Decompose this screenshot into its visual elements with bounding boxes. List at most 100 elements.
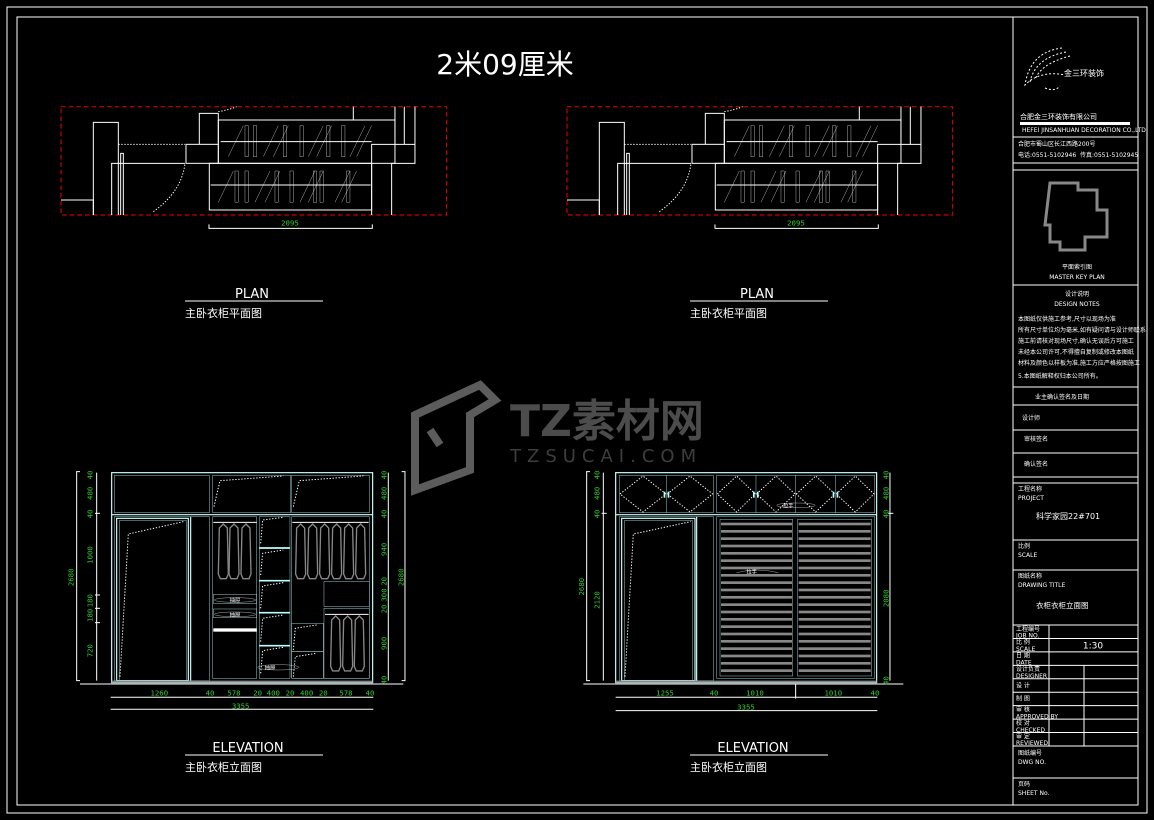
hanger-mark bbox=[299, 170, 316, 203]
hanger-mark bbox=[263, 125, 279, 157]
dim-text: 300 bbox=[380, 588, 389, 601]
slat bbox=[798, 529, 871, 533]
slat bbox=[798, 595, 871, 599]
floorplan-caption: 平面索引图 bbox=[1062, 263, 1092, 271]
slat bbox=[798, 639, 871, 643]
plan-dimension: 2095 bbox=[281, 219, 299, 228]
hanger-mark bbox=[234, 170, 239, 203]
dim-text: 1255 bbox=[656, 688, 674, 697]
slat bbox=[720, 654, 792, 658]
hanger-mark bbox=[308, 170, 324, 203]
hanger-mark bbox=[289, 170, 294, 203]
project-name: 科学家园22#701 bbox=[1036, 511, 1100, 521]
hanger-mark bbox=[228, 125, 244, 157]
slat bbox=[798, 610, 871, 614]
sliding-door-panel bbox=[797, 519, 872, 677]
hanger-mark bbox=[334, 170, 351, 203]
hanger-mark bbox=[769, 125, 785, 157]
garment-icon bbox=[294, 523, 307, 580]
garment-icon bbox=[228, 523, 240, 580]
dim-text: 2080 bbox=[881, 589, 890, 607]
garment-icon bbox=[318, 523, 331, 580]
wardrobe-lower bbox=[208, 162, 373, 211]
dim-text: 40 bbox=[380, 471, 389, 480]
slat bbox=[720, 566, 792, 570]
walls bbox=[60, 106, 416, 215]
hanger-mark bbox=[244, 170, 249, 203]
hanger-mark bbox=[734, 125, 750, 157]
grid-value: 1:30 bbox=[1083, 641, 1103, 651]
left-dimensions: 40 480 40 1000 180 180 720 2680 bbox=[66, 471, 94, 658]
elevation-right: 拉手 拉手 40 480 40 2120 2680 bbox=[577, 471, 904, 712]
hanger-mark bbox=[356, 125, 372, 157]
hanger-mark bbox=[264, 170, 281, 203]
hanger-mark bbox=[319, 170, 324, 203]
dim-text: 40 bbox=[881, 676, 890, 685]
handle-tag: 拉手 bbox=[746, 567, 757, 575]
grid-label-en: DESIGNER bbox=[1016, 673, 1047, 680]
section-boundary bbox=[60, 106, 448, 216]
hanger-mark bbox=[326, 125, 331, 157]
elevation-label: ELEVATION bbox=[212, 741, 283, 756]
hanger-mark bbox=[832, 125, 837, 157]
hanger-mark bbox=[805, 170, 822, 203]
drawing-title-label: 图纸名称 bbox=[1018, 572, 1042, 580]
dim-text: 1010 bbox=[824, 688, 842, 697]
company-fax: 传真:0551-5102945 bbox=[1080, 151, 1138, 159]
slat bbox=[720, 537, 792, 540]
dim-text: 940 bbox=[380, 543, 389, 556]
slat bbox=[798, 647, 871, 650]
grid-label: 比 例 bbox=[1016, 638, 1030, 646]
project-label-en: PROJECT bbox=[1018, 495, 1044, 502]
slat bbox=[798, 544, 871, 548]
project-label: 工程名称 bbox=[1018, 485, 1042, 493]
hanger-mark bbox=[253, 125, 257, 157]
dim-text: 720 bbox=[86, 644, 95, 657]
drawer bbox=[213, 594, 257, 604]
hanger-mark bbox=[273, 125, 289, 157]
slat bbox=[720, 522, 792, 526]
grid-label: 校 对 bbox=[1016, 719, 1030, 727]
slat bbox=[720, 639, 792, 643]
sheet-label: 页码 bbox=[1018, 780, 1030, 788]
grid-label-en: APPROVED BY bbox=[1016, 713, 1058, 720]
slat bbox=[798, 603, 871, 606]
hanger-mark bbox=[313, 170, 317, 203]
plan-label: PLAN bbox=[235, 287, 269, 302]
dim-text: 2120 bbox=[592, 591, 601, 609]
cabinet-outline bbox=[111, 472, 374, 684]
note: 施工前请核对现场尺寸,确认无误后方可施工 bbox=[1018, 337, 1134, 345]
hanger-mark bbox=[283, 125, 287, 157]
dim-total: 3355 bbox=[232, 701, 250, 710]
dim-text: 180 bbox=[86, 609, 95, 622]
drawing-title-label-en: DRAWING TITLE bbox=[1018, 582, 1066, 589]
hanger-mark bbox=[274, 170, 279, 203]
elevation-subtitle: 主卧衣柜立面图 bbox=[690, 760, 767, 774]
hanger-mark bbox=[218, 170, 234, 203]
dim-text: 480 bbox=[881, 487, 890, 500]
hanger-mark bbox=[299, 125, 304, 157]
dimension-lines bbox=[76, 471, 406, 710]
dim-text: 20 bbox=[253, 688, 262, 697]
drawing-title: 2米09厘米 bbox=[436, 48, 573, 81]
dim-text: 1010 bbox=[746, 688, 764, 697]
plinth bbox=[615, 680, 877, 683]
plan-label: PLAN bbox=[740, 287, 774, 302]
watermark-text: TZ素材网 bbox=[510, 396, 704, 447]
slat bbox=[798, 669, 871, 672]
owner-signature-label: 业主确认签名及日期 bbox=[1035, 393, 1089, 401]
slat bbox=[720, 544, 792, 548]
dim-text: 400 bbox=[300, 688, 313, 697]
garment-icon bbox=[342, 523, 355, 580]
plan-dimension: 2095 bbox=[787, 219, 805, 228]
slat bbox=[720, 647, 792, 650]
dimension-lines bbox=[583, 471, 904, 712]
dim-text: 40 bbox=[86, 471, 95, 480]
note: 本图纸仅供施工参考,尺寸以现场为准 bbox=[1018, 315, 1116, 323]
drawer-tag: 抽屉 bbox=[265, 663, 276, 671]
plan-hangers bbox=[724, 125, 878, 203]
plan-view-2: 2095 bbox=[566, 106, 954, 229]
hanger-mark bbox=[862, 125, 878, 157]
